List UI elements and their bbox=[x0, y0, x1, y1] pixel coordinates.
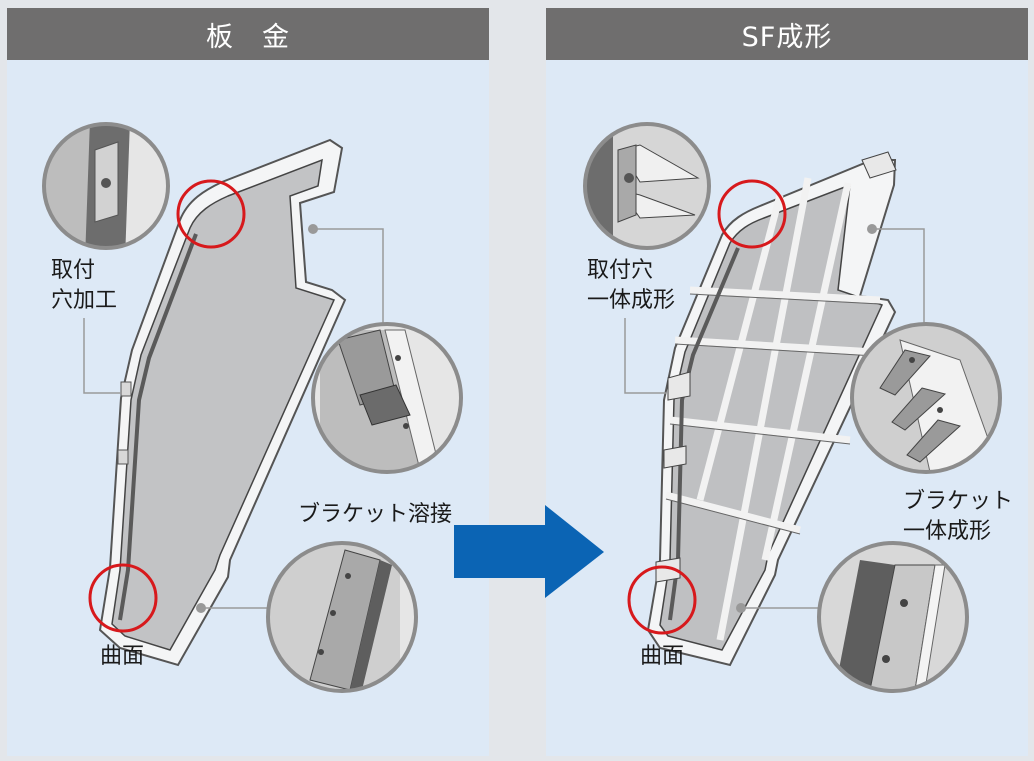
panel-title-sf-molding: SF成形 bbox=[546, 8, 1028, 60]
label-bracket-integrated: ブラケット 一体成形 bbox=[903, 489, 1014, 544]
highlight-curve-bottom-right bbox=[627, 565, 697, 635]
highlight-curve-top-right bbox=[717, 179, 787, 249]
sheet-metal-part bbox=[98, 138, 347, 667]
zoom-bracket-molded bbox=[850, 322, 1002, 474]
zoom-bracket-plate-sf-molded bbox=[817, 541, 969, 693]
left-leader-lines bbox=[83, 228, 384, 609]
zoom-hole-sheet-metal bbox=[42, 122, 170, 250]
label-curved-surface-right: 曲面 bbox=[640, 644, 685, 669]
highlight-curve-top-left bbox=[176, 179, 246, 249]
sf-molded-part bbox=[646, 151, 897, 667]
arrow-right-icon bbox=[454, 505, 604, 598]
label-bracket-welding: ブラケット溶接 bbox=[298, 502, 453, 527]
panel-title-sheet-metal: 板 金 bbox=[7, 8, 489, 60]
zoom-hole-sf-molded bbox=[583, 122, 711, 250]
label-mounting-hole-integrated: 取付穴 一体成形 bbox=[587, 258, 676, 313]
label-mounting-hole-machining: 取付 穴加工 bbox=[51, 258, 118, 313]
right-leader-lines bbox=[624, 228, 925, 609]
zoom-bracket-welded bbox=[311, 322, 463, 474]
label-curved-surface-left: 曲面 bbox=[100, 644, 145, 669]
highlight-curve-bottom-left bbox=[88, 563, 158, 633]
zoom-bracket-plate-sheet-metal bbox=[266, 541, 418, 693]
